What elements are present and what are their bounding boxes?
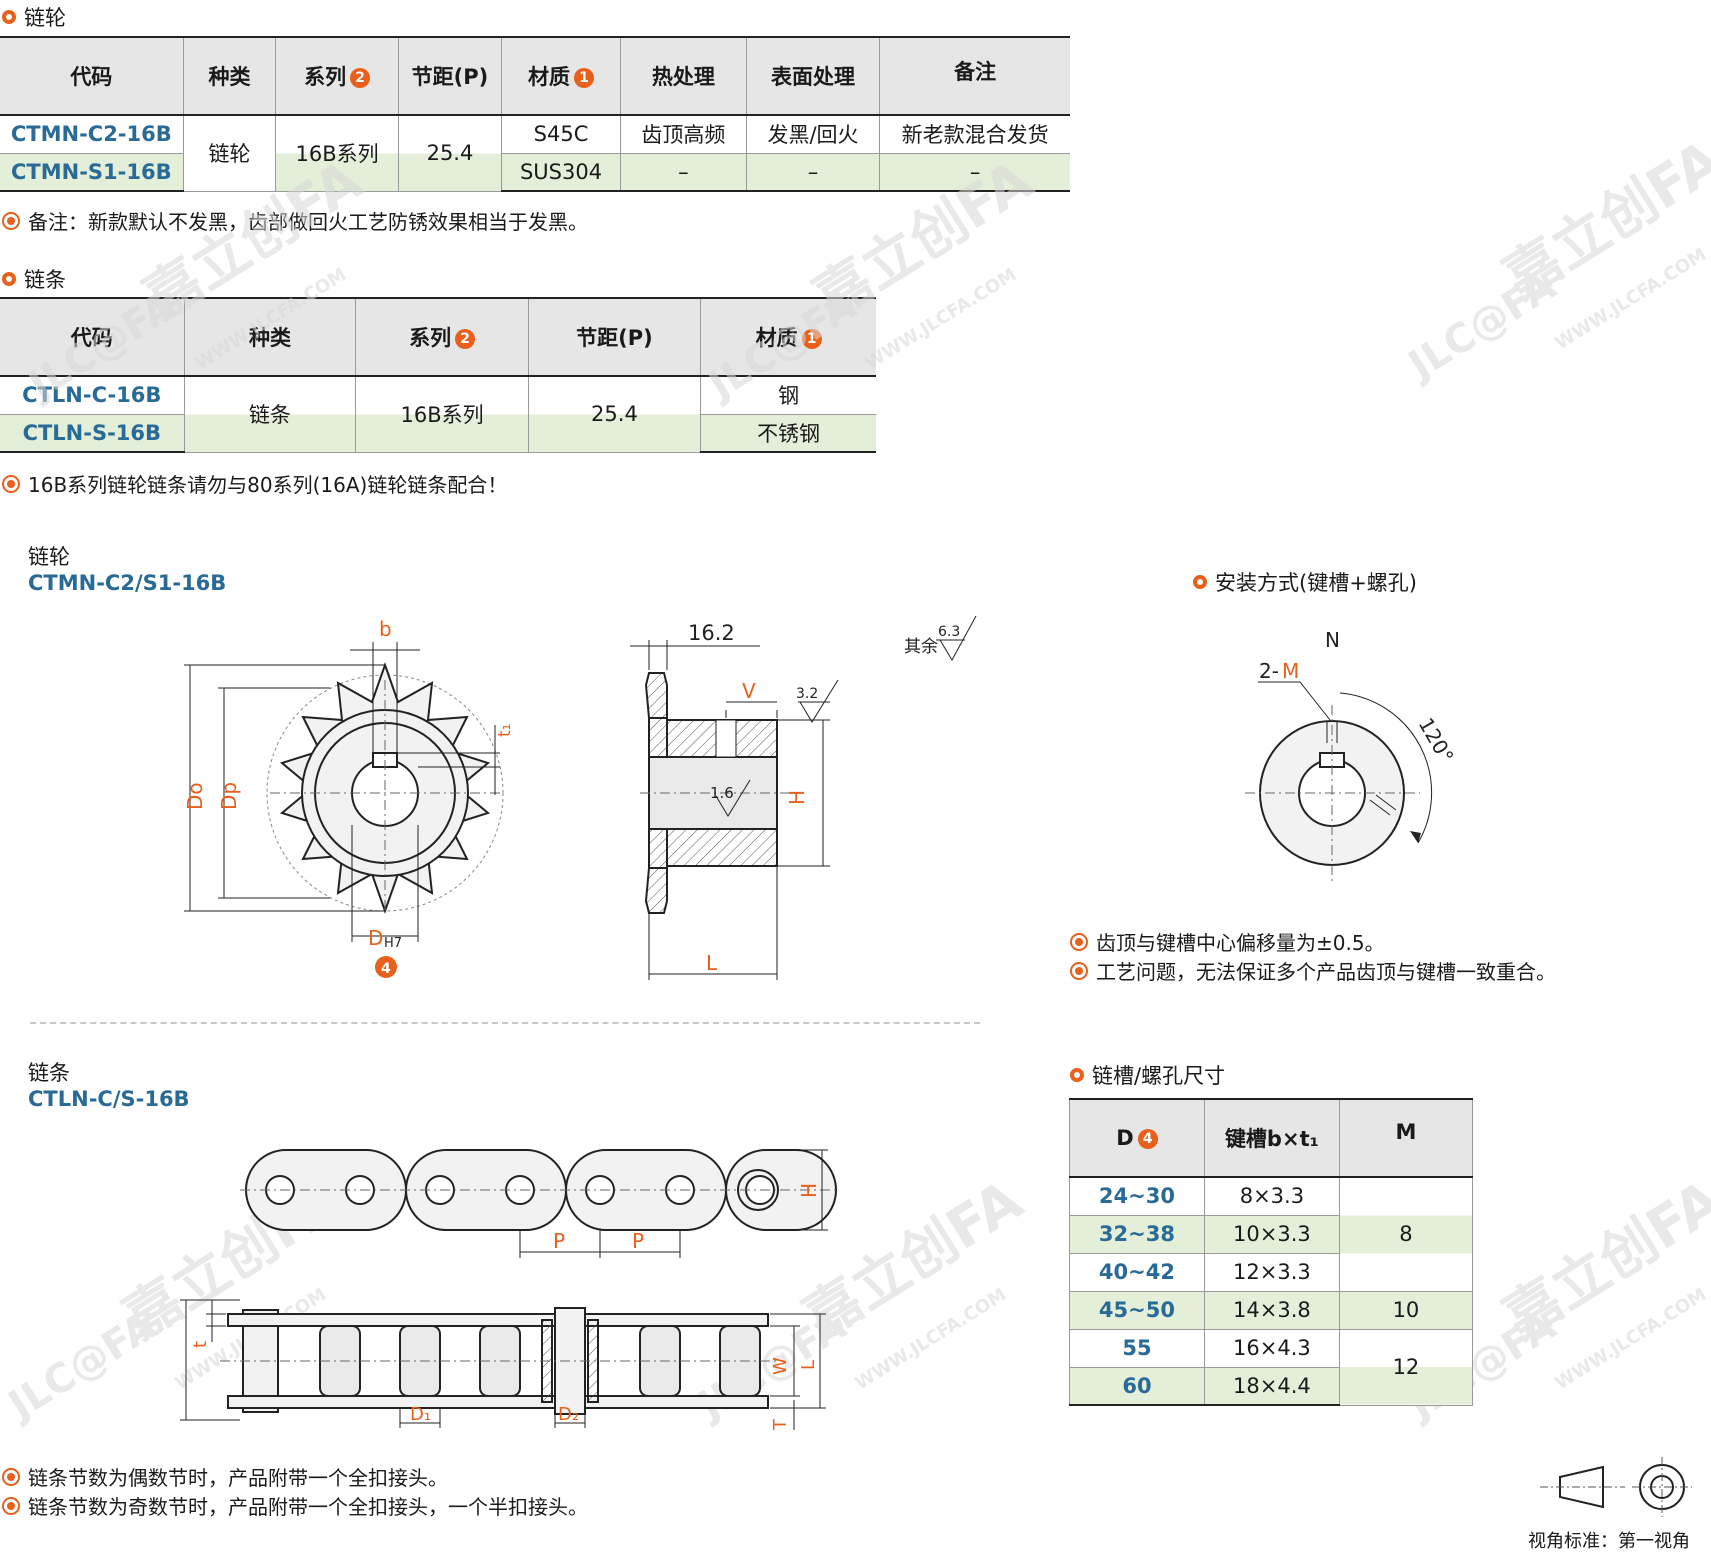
chain-drawing-note: 链条节数为奇数节时，产品附带一个全扣接头，一个半扣接头。 xyxy=(2,1491,588,1520)
note-bullet-icon xyxy=(1070,961,1088,980)
section-ring-icon xyxy=(2,272,16,286)
watermark-brand: 嘉立创FA xyxy=(1493,1168,1711,1352)
svg-text:P: P xyxy=(632,1229,644,1253)
svg-text:1.6: 1.6 xyxy=(710,784,734,802)
svg-text:t: t xyxy=(190,1341,211,1348)
svg-text:其余: 其余 xyxy=(904,637,938,657)
svg-text:L: L xyxy=(798,1360,819,1370)
install-diagram: N 2- M 120° xyxy=(1245,628,1459,885)
svg-text:D₁: D₁ xyxy=(410,1404,431,1425)
sprocket-drawing-name: 链轮 xyxy=(28,545,70,569)
watermark-brand: 嘉立创FA xyxy=(803,148,1044,332)
section-ring-icon xyxy=(1193,575,1207,589)
sprocket-note: 备注：新款默认不发黑，齿部做回火工艺防锈效果相当于发黑。 xyxy=(2,206,588,235)
table-row: 40~42 12×3.3 xyxy=(1069,1252,1473,1292)
svg-text:T: T xyxy=(770,1418,791,1431)
header-pitch: 节距(P) xyxy=(527,298,702,376)
svg-text:P: P xyxy=(553,1229,565,1253)
svg-text:M: M xyxy=(1282,659,1299,683)
sprocket-section-title: 链轮 xyxy=(2,2,66,32)
watermark-brand: 嘉立创FA xyxy=(1493,128,1711,312)
svg-text:b: b xyxy=(379,617,392,641)
svg-text:6.3: 6.3 xyxy=(938,624,960,640)
svg-text:120°: 120° xyxy=(1414,714,1459,768)
header-key: 键槽b×t₁ xyxy=(1203,1099,1340,1177)
header-type: 种类 xyxy=(183,298,357,376)
chain-section-title: 链条 xyxy=(2,264,66,294)
section-divider xyxy=(30,1022,980,1024)
chain-note: 16B系列链轮链条请勿与80系列(16A)链轮链条配合！ xyxy=(2,469,507,498)
chain-drawing: H P P L₁ t W L T D₁ D₂ xyxy=(180,1149,840,1431)
svg-text:H: H xyxy=(785,790,809,805)
sprocket-side-view: 16.2 V 3.2 H 1.6 L 其余 6.3 xyxy=(630,615,977,980)
svg-text:Do: Do xyxy=(183,782,207,810)
header-remark: 备注 xyxy=(879,37,1070,115)
d-badge: 4 xyxy=(1137,1129,1158,1149)
svg-text:16.2: 16.2 xyxy=(688,621,735,645)
header-heat: 热处理 xyxy=(619,37,747,115)
svg-text:W: W xyxy=(770,1357,791,1375)
header-surface: 表面处理 xyxy=(745,37,881,115)
svg-text:N: N xyxy=(1325,628,1340,652)
svg-text:3.2: 3.2 xyxy=(796,686,818,702)
first-angle-projection-icon xyxy=(1540,1457,1692,1517)
section-ring-icon xyxy=(1070,1068,1084,1082)
chain-drawing-code: CTLN-C/S-16B xyxy=(28,1087,190,1111)
table-row: CTMN-S1-16B SUS304 – – – xyxy=(0,152,1070,192)
svg-text:2-: 2- xyxy=(1259,659,1279,683)
sprocket-drawing-code: CTMN-C2/S1-16B xyxy=(28,571,227,595)
install-note: 齿顶与键槽中心偏移量为±0.5。 xyxy=(1070,927,1385,956)
svg-text:Dp: Dp xyxy=(217,782,241,810)
section-ring-icon xyxy=(2,10,16,24)
header-m: M xyxy=(1338,1099,1474,1177)
material-badge: 1 xyxy=(801,329,822,349)
chain-drawing-note: 链条节数为偶数节时，产品附带一个全扣接头。 xyxy=(2,1462,448,1491)
svg-text:L: L xyxy=(706,951,718,975)
header-code: 代码 xyxy=(0,37,184,115)
svg-text:V: V xyxy=(742,679,756,703)
header-pitch: 节距(P) xyxy=(397,37,503,115)
watermark-brand: 嘉立创FA xyxy=(133,148,374,332)
svg-text:H7: H7 xyxy=(384,936,402,951)
install-section-title: 安装方式(键槽+螺孔) xyxy=(1193,567,1417,597)
install-note: 工艺问题，无法保证多个产品齿顶与键槽一致重合。 xyxy=(1070,956,1556,985)
svg-text:D: D xyxy=(368,926,383,950)
svg-text:D₂: D₂ xyxy=(558,1404,579,1425)
table-row: 55 16×4.3 12 xyxy=(1069,1328,1474,1406)
svg-text:t₁: t₁ xyxy=(495,724,515,737)
sprocket-drawing: b t₁ Do Dp D H7 4 16.2 V 3.2 H xyxy=(183,615,977,980)
table-row: CTLN-C-16B 链条 16B系列 25.4 钢 xyxy=(0,375,876,453)
table-row: 24~30 8×3.3 8 xyxy=(1069,1176,1474,1292)
keyway-section-title: 链槽/螺孔尺寸 xyxy=(1070,1060,1225,1090)
table-row: 45~50 14×3.8 10 xyxy=(1069,1290,1474,1330)
header-code: 代码 xyxy=(0,298,185,376)
chain-top-view xyxy=(240,1149,840,1231)
note-bullet-icon xyxy=(1070,932,1088,951)
svg-text:4: 4 xyxy=(381,961,391,977)
note-bullet-icon xyxy=(2,1467,20,1486)
series-badge: 2 xyxy=(350,68,371,88)
note-bullet-icon xyxy=(2,211,20,230)
note-bullet-icon xyxy=(2,474,20,493)
view-standard-label: 视角标准：第一视角 xyxy=(1528,1531,1690,1552)
chain-drawing-name: 链条 xyxy=(28,1061,70,1085)
svg-text:L₁: L₁ xyxy=(180,1358,185,1375)
svg-text:H: H xyxy=(797,1183,821,1198)
table-row: CTMN-C2-16B 链轮 16B系列 25.4 S45C 齿顶高频 发黑/回… xyxy=(0,114,1070,192)
chain-side-view xyxy=(220,1307,780,1415)
series-badge: 2 xyxy=(455,329,476,349)
sprocket-front-view: b t₁ Do Dp D H7 4 xyxy=(183,617,515,978)
material-badge: 1 xyxy=(574,68,595,88)
note-bullet-icon xyxy=(2,1496,20,1515)
